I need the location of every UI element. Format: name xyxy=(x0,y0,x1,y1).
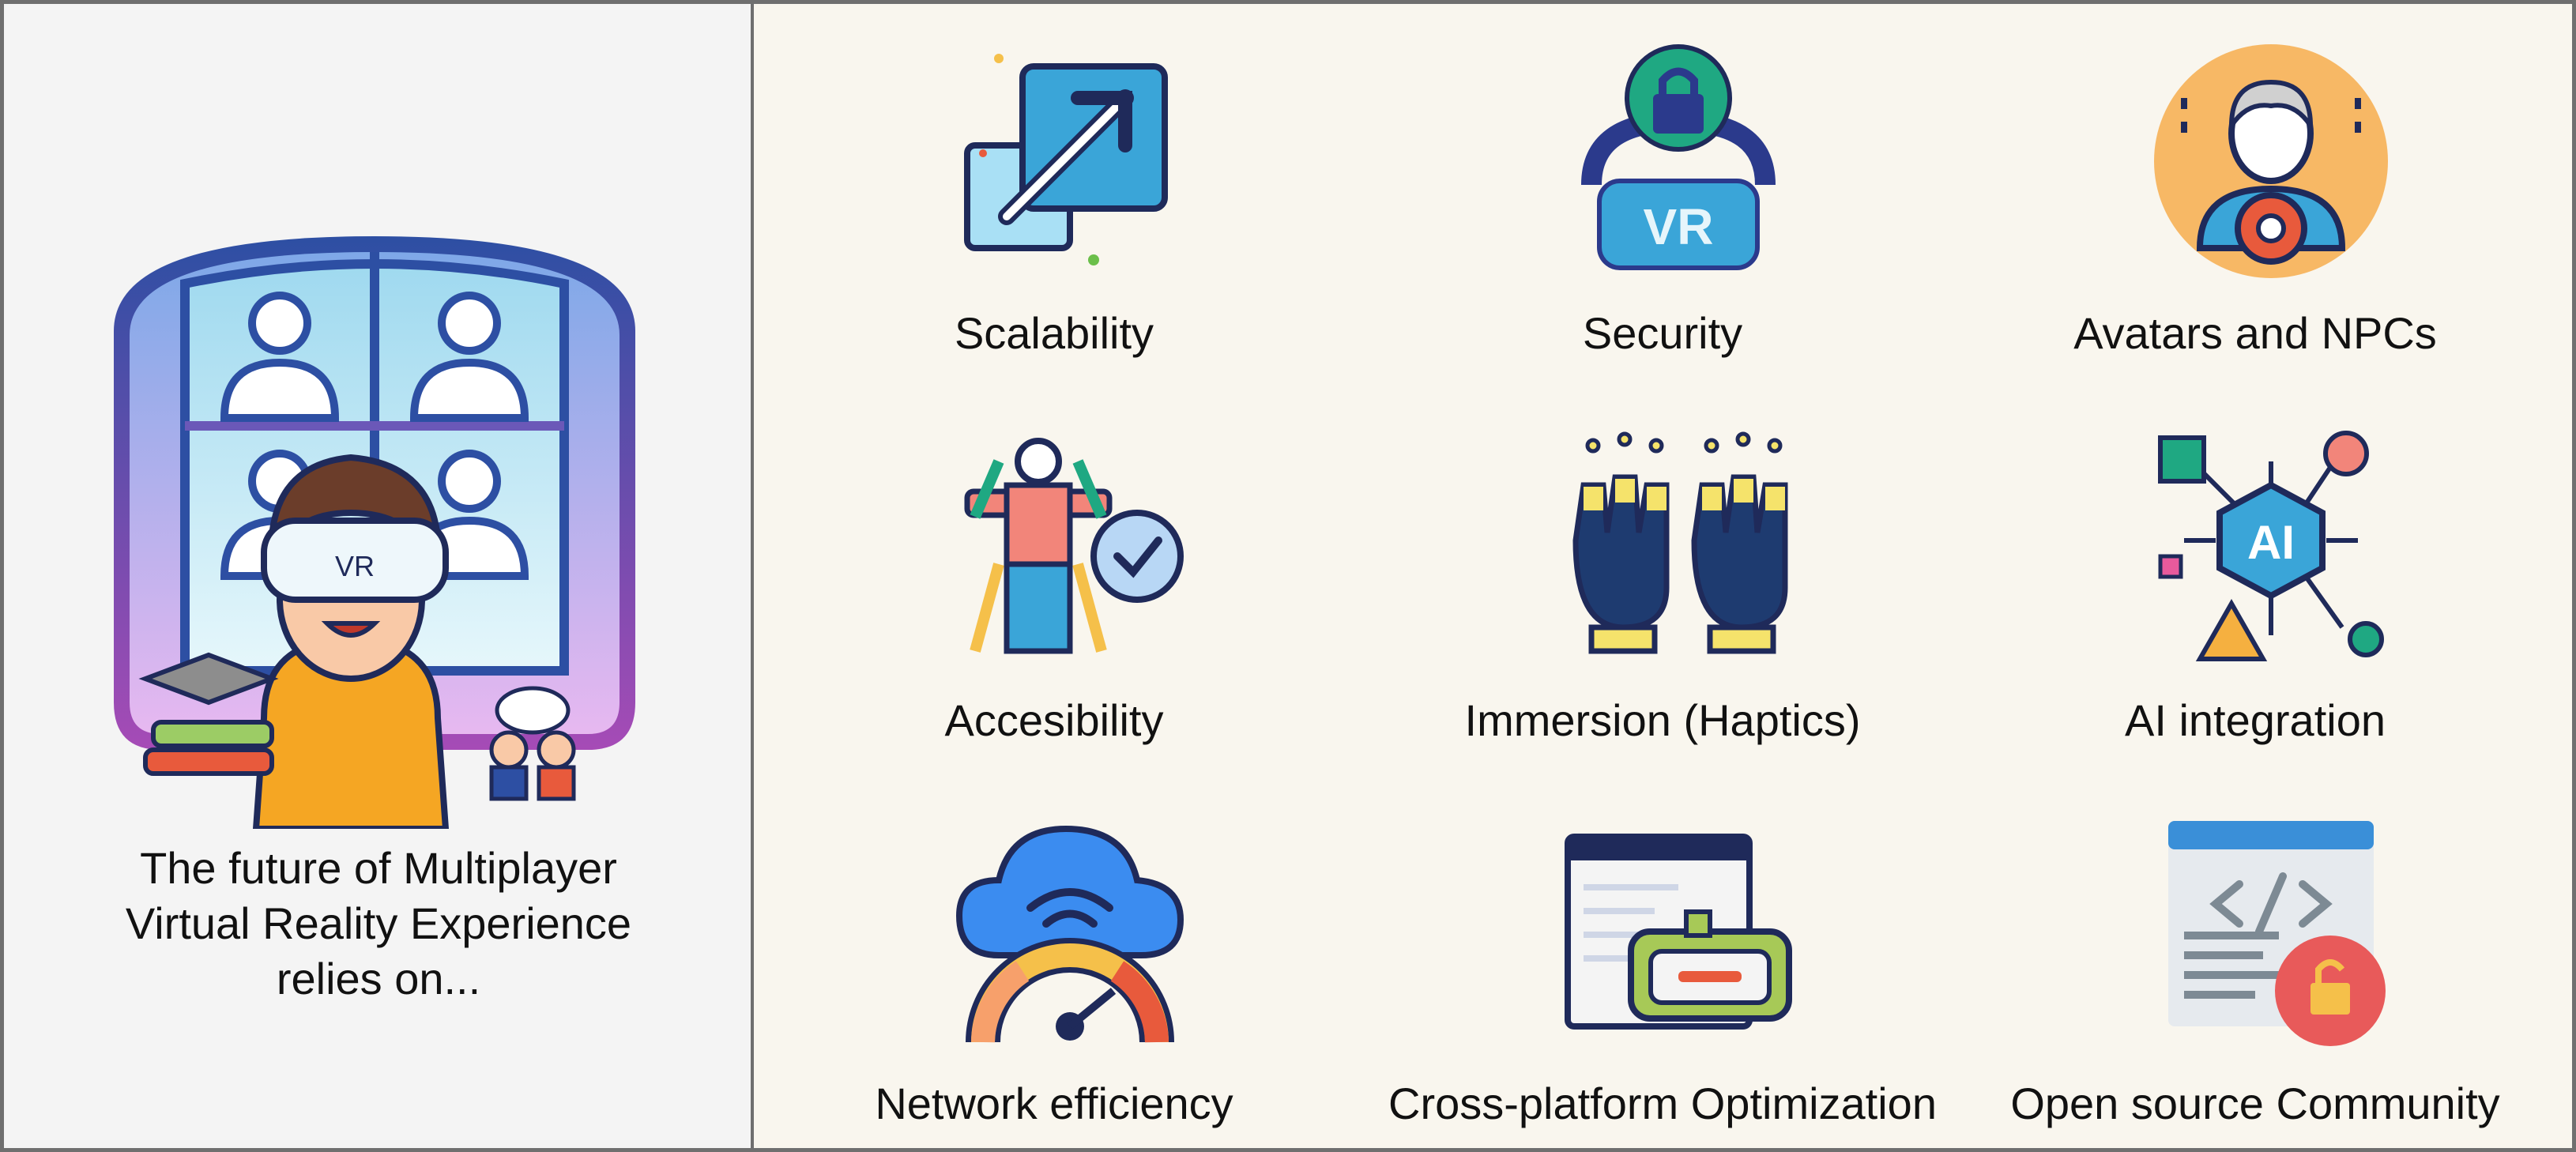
haptic-gloves-icon xyxy=(1572,431,1788,654)
intro-text: The future of Multiplayer Virtual Realit… xyxy=(125,843,632,1003)
feature-label: Accesibility xyxy=(944,695,1164,745)
feature-label: Network efficiency xyxy=(875,1079,1233,1128)
scale-arrow-icon xyxy=(964,54,1168,265)
headset-text: VR xyxy=(335,550,375,582)
security-icon-text: VR xyxy=(1644,198,1714,255)
avatar-gear-icon xyxy=(2154,44,2388,278)
feature-label: Security xyxy=(1582,308,1743,358)
feature-label: Open source Community xyxy=(2010,1079,2500,1128)
cloud-speedometer-icon xyxy=(955,825,1184,1043)
vr-lock-icon: VR xyxy=(1581,44,1776,270)
accessibility-figure-icon xyxy=(964,438,1184,654)
vr-multiplayer-illustration: VR xyxy=(114,236,635,829)
feature-label: Cross-platform Optimization xyxy=(1388,1079,1937,1128)
feature-label: Avatars and NPCs xyxy=(2073,308,2437,358)
intro-panel: VR The future of Multiplayer Virtual Rea… xyxy=(3,3,754,1149)
code-unlock-icon xyxy=(2168,821,2386,1046)
features-grid: Scalability VR Security xyxy=(754,3,2573,1149)
feature-label: AI integration xyxy=(2125,695,2386,745)
browser-headset-icon xyxy=(1565,834,1792,1030)
ai-chip-icon: AI xyxy=(2158,431,2384,661)
feature-label: Immersion (Haptics) xyxy=(1464,695,1861,745)
feature-label: Scalability xyxy=(954,308,1154,358)
ai-icon-text: AI xyxy=(2247,516,2295,569)
